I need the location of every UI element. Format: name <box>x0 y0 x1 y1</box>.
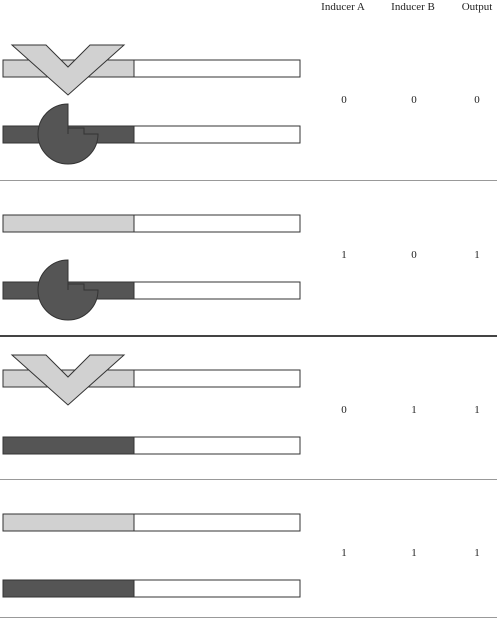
value-inducer-b: 1 <box>411 404 417 416</box>
gene-promoter-region <box>2 513 135 532</box>
gene-coding-region <box>133 214 301 233</box>
bottom-gene-bar <box>2 579 301 598</box>
value-inducer-b: 1 <box>411 547 417 559</box>
gene-coding-region <box>133 59 301 78</box>
header-output: Output <box>461 1 493 13</box>
top-gene-bar <box>2 214 301 233</box>
bottom-gene-bar <box>2 436 301 455</box>
value-inducer-a: 1 <box>341 249 347 261</box>
gene-coding-region <box>133 281 301 300</box>
gene-coding-region <box>133 125 301 144</box>
top-gene-bar <box>2 513 301 532</box>
header-inducer-a: Inducer A <box>321 1 365 13</box>
gene-coding-region <box>133 369 301 388</box>
row-divider <box>0 617 497 618</box>
v-shaped-inducer-icon <box>10 44 126 96</box>
pacman-inducer-icon <box>37 259 99 321</box>
pacman-inducer-icon <box>37 103 99 165</box>
header-inducer-b: Inducer B <box>391 1 435 13</box>
gene-coding-region <box>133 579 301 598</box>
row-divider <box>0 335 497 337</box>
value-output: 1 <box>474 547 480 559</box>
value-inducer-a: 1 <box>341 547 347 559</box>
value-output: 0 <box>474 94 480 106</box>
gene-coding-region <box>133 513 301 532</box>
value-output: 1 <box>474 404 480 416</box>
value-output: 1 <box>474 249 480 261</box>
row-divider <box>0 479 497 480</box>
value-inducer-b: 0 <box>411 249 417 261</box>
value-inducer-a: 0 <box>341 404 347 416</box>
v-shaped-inducer-icon <box>10 354 126 406</box>
gene-coding-region <box>133 436 301 455</box>
value-inducer-b: 0 <box>411 94 417 106</box>
row-divider <box>0 180 497 181</box>
value-inducer-a: 0 <box>341 94 347 106</box>
gene-promoter-region <box>2 579 135 598</box>
